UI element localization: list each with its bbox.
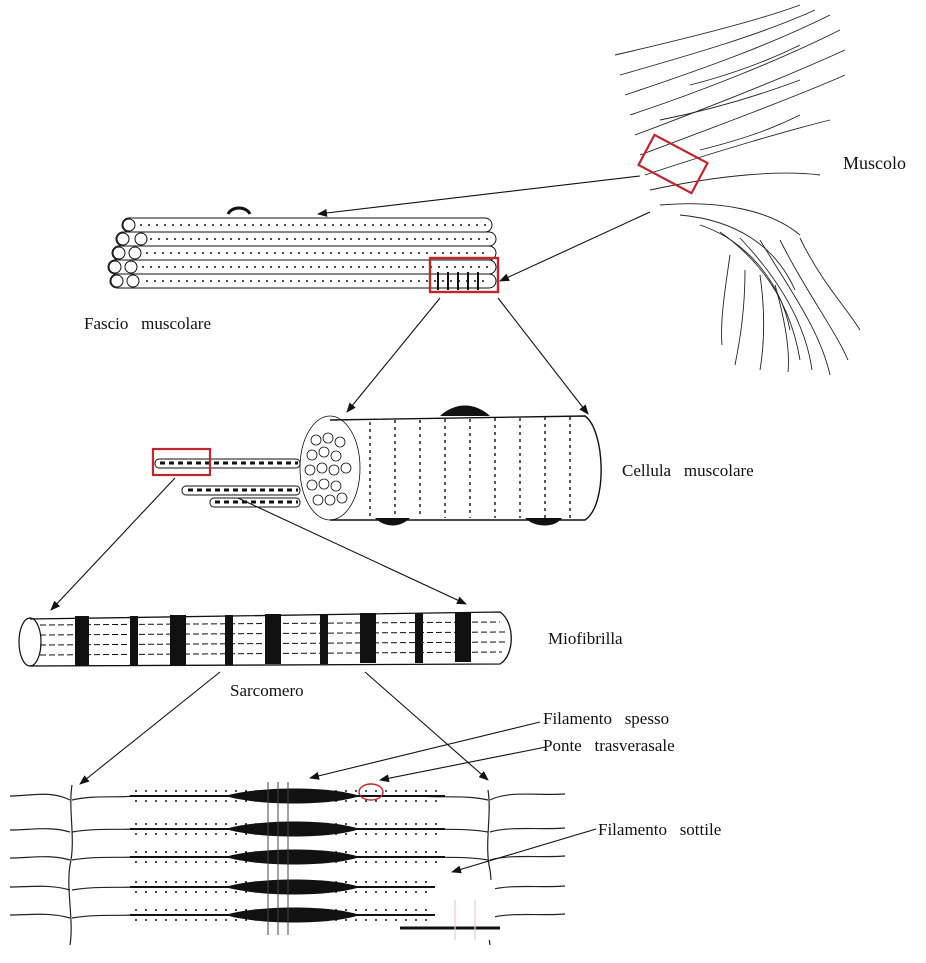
fascicle-highlight-box [430,258,498,292]
label-miofibrilla: Miofibrilla [548,630,623,647]
muscle-cell-illustration [155,406,601,526]
white-cover-patch [435,880,495,940]
label-cellula-muscolare: Cellula muscolare [622,462,754,479]
label-filamento-spesso: Filamento spesso [543,710,669,727]
label-ponte-trasversale: Ponte trasverasale [543,737,675,754]
label-sarcomero: Sarcomero [230,682,304,699]
cross-bridge-highlight [359,784,383,800]
label-filamento-sottile: Filamento sottile [598,821,721,838]
label-fascio-muscolare: Fascio muscolare [84,315,211,332]
muscle-highlight-box [639,135,708,193]
fascicle-illustration [108,208,496,290]
muscle-illustration [615,5,860,375]
myofibril-illustration [19,612,511,666]
label-muscolo: Muscolo [843,154,906,172]
connector-arrows [51,176,650,872]
